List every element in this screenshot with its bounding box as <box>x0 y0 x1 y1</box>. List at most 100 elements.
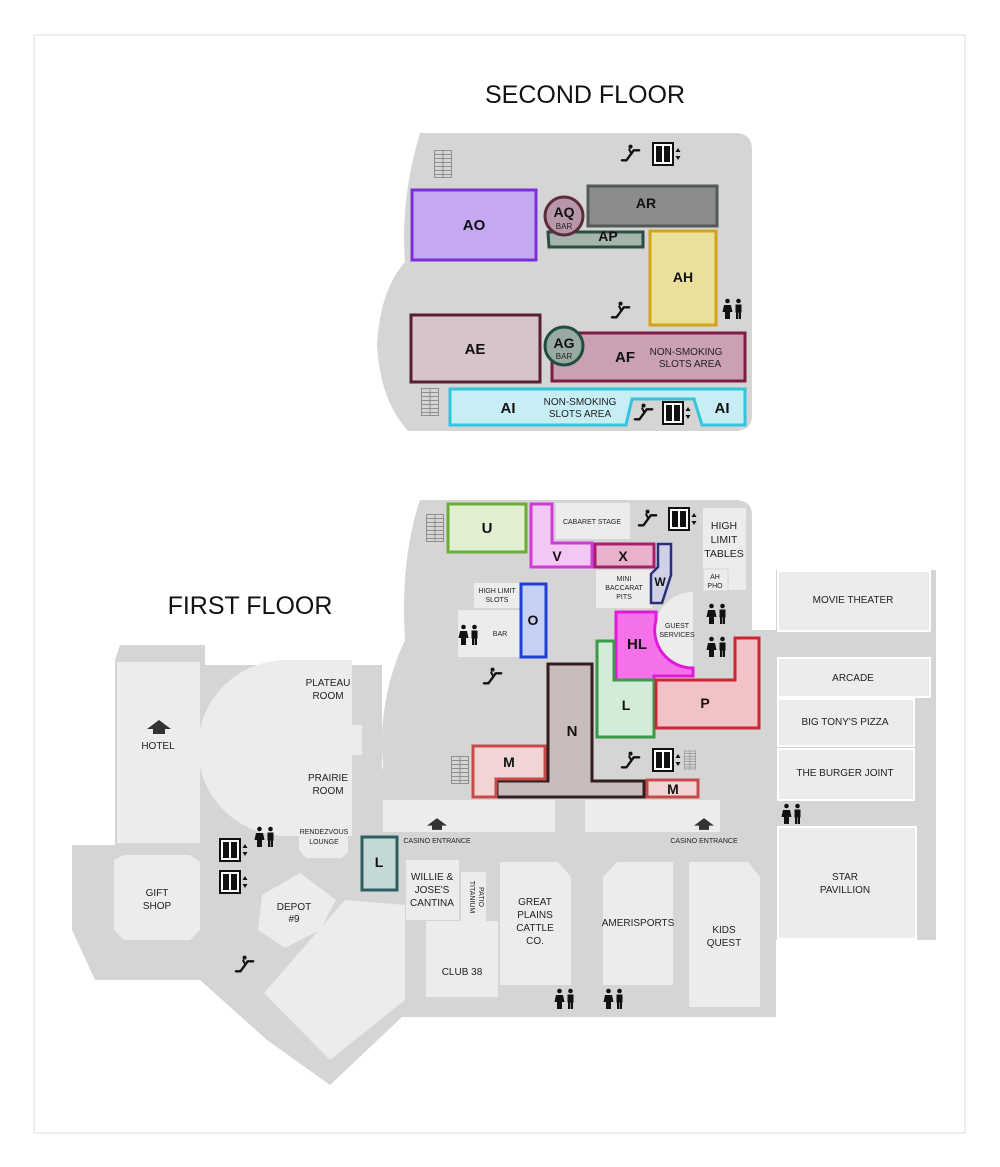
titanium-patio[interactable]: TITANIUM PATIO <box>461 872 486 922</box>
bar[interactable]: BAR <box>458 610 520 657</box>
svg-text:HOTEL: HOTEL <box>141 741 175 752</box>
svg-text:AI: AI <box>715 400 730 417</box>
svg-text:JOSE'S: JOSE'S <box>415 885 450 896</box>
zone-x[interactable]: X <box>593 542 656 569</box>
svg-text:GUEST: GUEST <box>665 623 690 630</box>
zone-v[interactable]: V <box>529 502 594 569</box>
svg-text:AQ: AQ <box>554 204 575 220</box>
svg-text:HIGH LIMIT: HIGH LIMIT <box>478 588 516 595</box>
svg-text:BIG TONY'S PIZZA: BIG TONY'S PIZZA <box>801 717 888 728</box>
svg-text:PHO: PHO <box>707 583 723 590</box>
svg-text:WILLIE &: WILLIE & <box>411 872 454 883</box>
svg-text:M: M <box>667 781 679 797</box>
great-plains-cattle-co[interactable]: GREAT PLAINS CATTLE CO. <box>500 862 571 985</box>
svg-text:ROOM: ROOM <box>312 691 343 702</box>
lower-left-room <box>264 900 405 1060</box>
svg-text:X: X <box>618 548 628 564</box>
svg-text:LOUNGE: LOUNGE <box>309 839 339 846</box>
zone-ag-bar[interactable]: AG BAR <box>543 325 585 367</box>
svg-text:DEPOT: DEPOT <box>277 902 311 913</box>
svg-text:ARCADE: ARCADE <box>832 673 874 684</box>
svg-text:AH: AH <box>673 269 693 285</box>
zone-o[interactable]: O <box>519 582 548 659</box>
svg-text:PAVILLION: PAVILLION <box>820 885 870 896</box>
svg-text:BAR: BAR <box>556 222 573 231</box>
zone-ah[interactable]: AH <box>648 229 718 327</box>
svg-text:PLATEAU: PLATEAU <box>306 678 351 689</box>
zone-hl[interactable]: HL <box>614 610 695 682</box>
cabaret-stage[interactable]: CABARET STAGE <box>556 503 630 539</box>
the-burger-joint[interactable]: THE BURGER JOINT <box>777 748 915 801</box>
svg-text:HL: HL <box>627 636 647 653</box>
arcade[interactable]: ARCADE <box>777 657 931 698</box>
plateau-prairie-rooms[interactable]: PLATEAU ROOM PRAIRIE ROOM <box>198 660 362 836</box>
svg-text:AH: AH <box>710 574 720 581</box>
svg-text:SLOTS AREA: SLOTS AREA <box>659 359 722 370</box>
svg-text:AMERISPORTS: AMERISPORTS <box>602 918 675 929</box>
zone-ar[interactable]: AR <box>586 184 719 228</box>
movie-theater[interactable]: MOVIE THEATER <box>777 570 931 632</box>
big-tonys-pizza[interactable]: BIG TONY'S PIZZA <box>777 698 915 747</box>
gift-shop[interactable]: GIFT SHOP <box>114 855 200 940</box>
zone-p[interactable]: P <box>654 636 761 730</box>
svg-text:CLUB 38: CLUB 38 <box>442 967 483 978</box>
ah-pho[interactable]: AH PHO <box>702 568 729 592</box>
club-38[interactable]: CLUB 38 <box>426 921 498 997</box>
first-floor-title: FIRST FLOOR <box>168 592 333 620</box>
zone-ao[interactable]: AO <box>410 188 538 262</box>
svg-text:CANTINA: CANTINA <box>410 898 454 909</box>
svg-text:L: L <box>622 697 631 713</box>
svg-text:NON-SMOKING: NON-SMOKING <box>650 347 723 358</box>
zone-ae[interactable]: AE <box>409 313 542 384</box>
zone-u[interactable]: U <box>446 502 528 554</box>
svg-text:AR: AR <box>636 195 656 211</box>
svg-text:SHOP: SHOP <box>143 901 172 912</box>
zone-ap[interactable]: AP <box>546 228 645 249</box>
svg-text:AI: AI <box>501 400 516 417</box>
kids-quest[interactable]: KIDS QUEST <box>689 862 760 1007</box>
zone-n[interactable]: N <box>495 662 646 799</box>
svg-text:GIFT: GIFT <box>146 888 169 899</box>
svg-text:M: M <box>503 754 515 770</box>
svg-text:#9: #9 <box>288 914 300 925</box>
svg-text:BAR: BAR <box>493 631 507 638</box>
rendezvous-lounge[interactable]: RENDEZVOUS LOUNGE <box>299 815 349 858</box>
svg-text:P: P <box>700 695 709 711</box>
zone-af[interactable]: AF NON-SMOKING SLOTS AREA <box>550 331 747 383</box>
zone-m-left[interactable]: M <box>471 744 547 799</box>
svg-text:CASINO ENTRANCE: CASINO ENTRANCE <box>403 838 471 845</box>
svg-text:CASINO ENTRANCE: CASINO ENTRANCE <box>670 838 738 845</box>
svg-text:CATTLE: CATTLE <box>516 923 554 934</box>
guest-services[interactable]: GUEST SERVICES <box>655 592 695 668</box>
casino-entrance-left[interactable]: CASINO ENTRANCE <box>403 818 471 845</box>
svg-text:PRAIRIE: PRAIRIE <box>308 773 348 784</box>
zone-m-right[interactable]: M <box>645 778 700 799</box>
high-limit-slots[interactable]: HIGH LIMIT SLOTS <box>474 583 520 608</box>
hotel[interactable]: HOTEL <box>117 662 200 843</box>
depot-9[interactable]: DEPOT #9 <box>258 873 336 948</box>
casino-entrance-right[interactable]: CASINO ENTRANCE <box>670 818 738 845</box>
second-floor-title: SECOND FLOOR <box>485 81 685 109</box>
mini-baccarat-pits[interactable]: MINI BACCARAT PITS <box>596 570 652 608</box>
zone-aq-bar[interactable]: AQ BAR <box>543 195 585 237</box>
svg-text:O: O <box>528 612 539 628</box>
zone-l-small[interactable]: L <box>360 835 399 892</box>
svg-text:SLOTS AREA: SLOTS AREA <box>549 409 612 420</box>
willie-joses-cantina[interactable]: WILLIE & JOSE'S CANTINA <box>406 860 459 920</box>
svg-text:V: V <box>552 548 562 564</box>
svg-text:TITANIUM: TITANIUM <box>468 881 475 914</box>
svg-text:CABARET STAGE: CABARET STAGE <box>563 519 621 526</box>
svg-text:AG: AG <box>554 335 575 351</box>
svg-text:NON-SMOKING: NON-SMOKING <box>544 397 617 408</box>
svg-text:AF: AF <box>615 349 635 366</box>
svg-text:KIDS: KIDS <box>712 925 736 936</box>
zone-w[interactable]: W <box>649 542 673 605</box>
svg-text:TABLES: TABLES <box>704 548 744 560</box>
zone-l[interactable]: L <box>595 639 656 739</box>
svg-text:GREAT: GREAT <box>518 897 552 908</box>
svg-text:CO.: CO. <box>526 936 544 947</box>
zone-ai[interactable]: AI AI NON-SMOKING SLOTS AREA <box>448 387 747 427</box>
star-pavillion[interactable]: STAR PAVILLION <box>777 826 917 940</box>
walkways <box>383 800 720 832</box>
amerisports[interactable]: AMERISPORTS <box>602 862 675 985</box>
